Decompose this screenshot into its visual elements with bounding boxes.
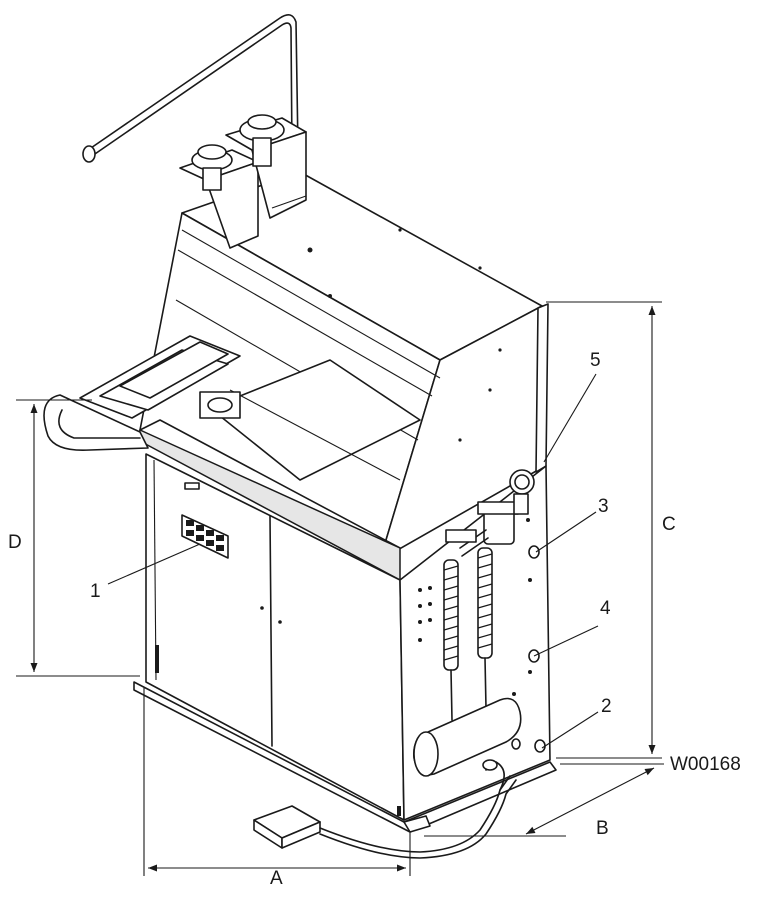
spring-cylinders — [412, 547, 522, 777]
callout-label-3: 3 — [598, 496, 609, 517]
ironing-buck — [43, 335, 241, 452]
control-panel — [181, 514, 229, 559]
regulator-gauge — [445, 469, 535, 557]
drawing-id-label: W00168 — [670, 754, 741, 775]
dimension-label-c: C — [662, 514, 676, 535]
work-table — [137, 359, 421, 581]
callout-leaders — [107, 373, 599, 749]
callout-label-1: 1 — [90, 581, 101, 602]
dimension-label-d: D — [8, 532, 22, 553]
pressure-heads — [179, 114, 307, 249]
callout-label-5: 5 — [590, 350, 601, 371]
overhead-steam-arm — [82, 14, 299, 163]
foot-pedal — [253, 759, 517, 859]
callout-label-2: 2 — [601, 696, 612, 717]
dimension-label-a: A — [270, 868, 283, 889]
callout-label-4: 4 — [600, 598, 611, 619]
dimension-lines — [16, 301, 664, 876]
dimension-label-b: B — [596, 818, 609, 839]
